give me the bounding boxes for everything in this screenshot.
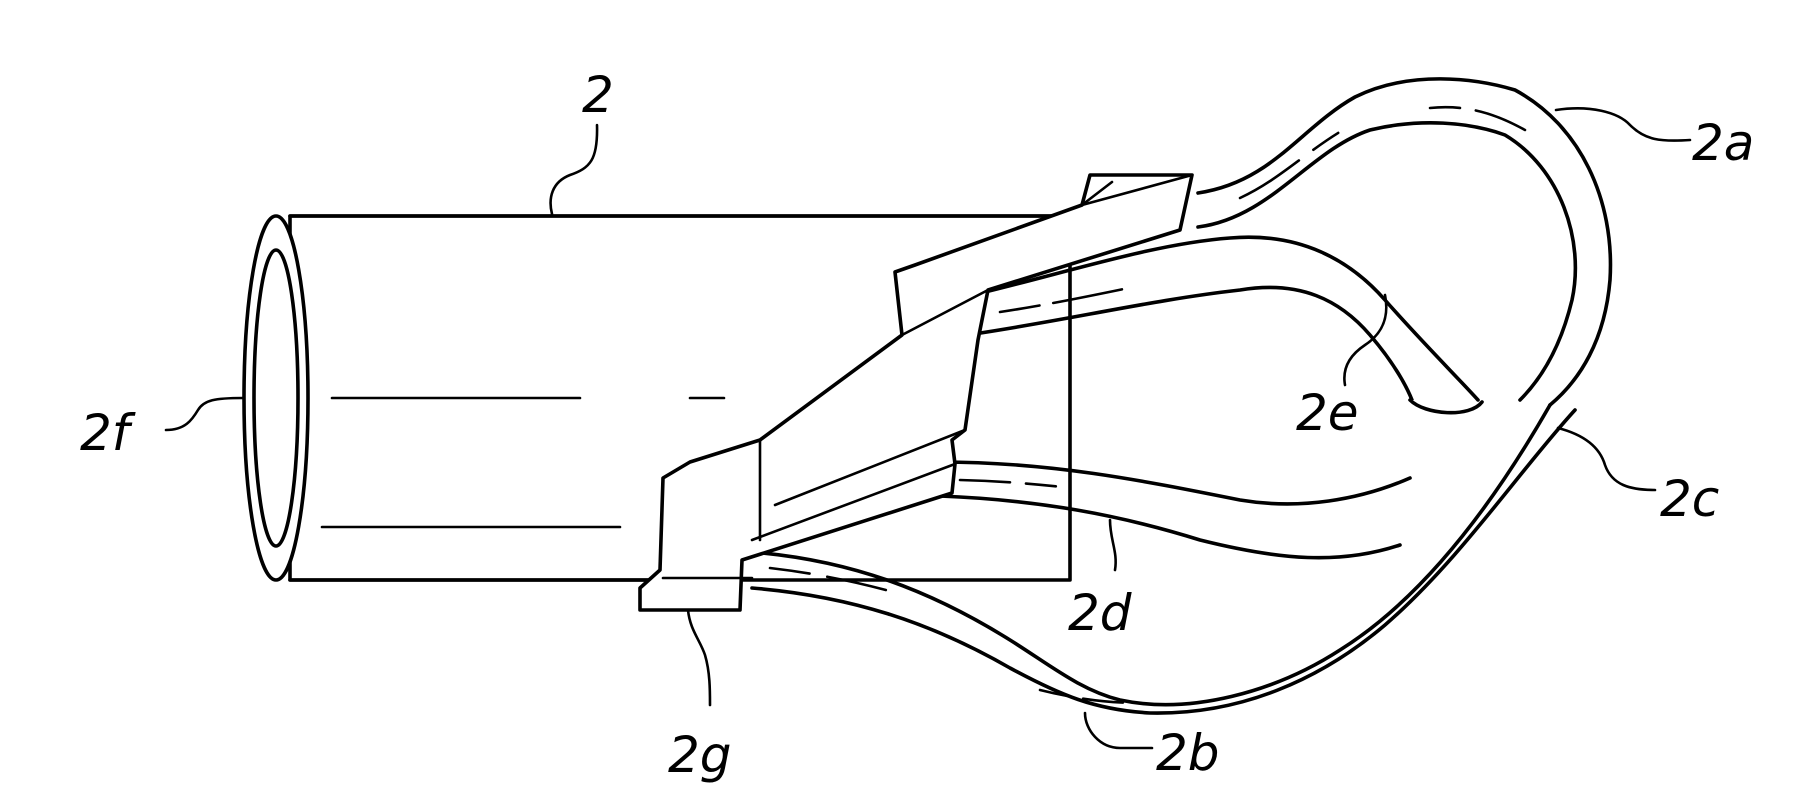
label-loop-tip: 2c: [1660, 470, 1719, 528]
lower-loop-wire: [750, 403, 1577, 715]
leader-2g: [686, 608, 712, 707]
leader-2b: [1083, 711, 1154, 750]
inner-hook-wire: [958, 235, 1484, 415]
leader-2: [549, 123, 599, 216]
label-connector: 2g: [668, 726, 732, 784]
tube-end-opening: [242, 214, 310, 582]
label-upper-loop: 2a: [1692, 114, 1754, 172]
leader-2a: [1554, 107, 1692, 142]
label-inner-hook: 2e: [1296, 384, 1359, 442]
label-tube: 2: [582, 66, 614, 124]
label-middle-wire: 2d: [1068, 584, 1132, 642]
label-lower-loop: 2b: [1156, 724, 1220, 782]
leader-2c: [1556, 426, 1657, 492]
leader-2e: [1343, 293, 1388, 387]
leader-2f: [164, 396, 245, 432]
upper-loop-wire: [1196, 77, 1613, 407]
leader-2d: [1108, 518, 1117, 572]
label-end-opening: 2f: [80, 404, 136, 462]
leader-lines: [164, 107, 1692, 750]
connector-collar: [638, 173, 1194, 612]
middle-wire: [938, 460, 1412, 560]
